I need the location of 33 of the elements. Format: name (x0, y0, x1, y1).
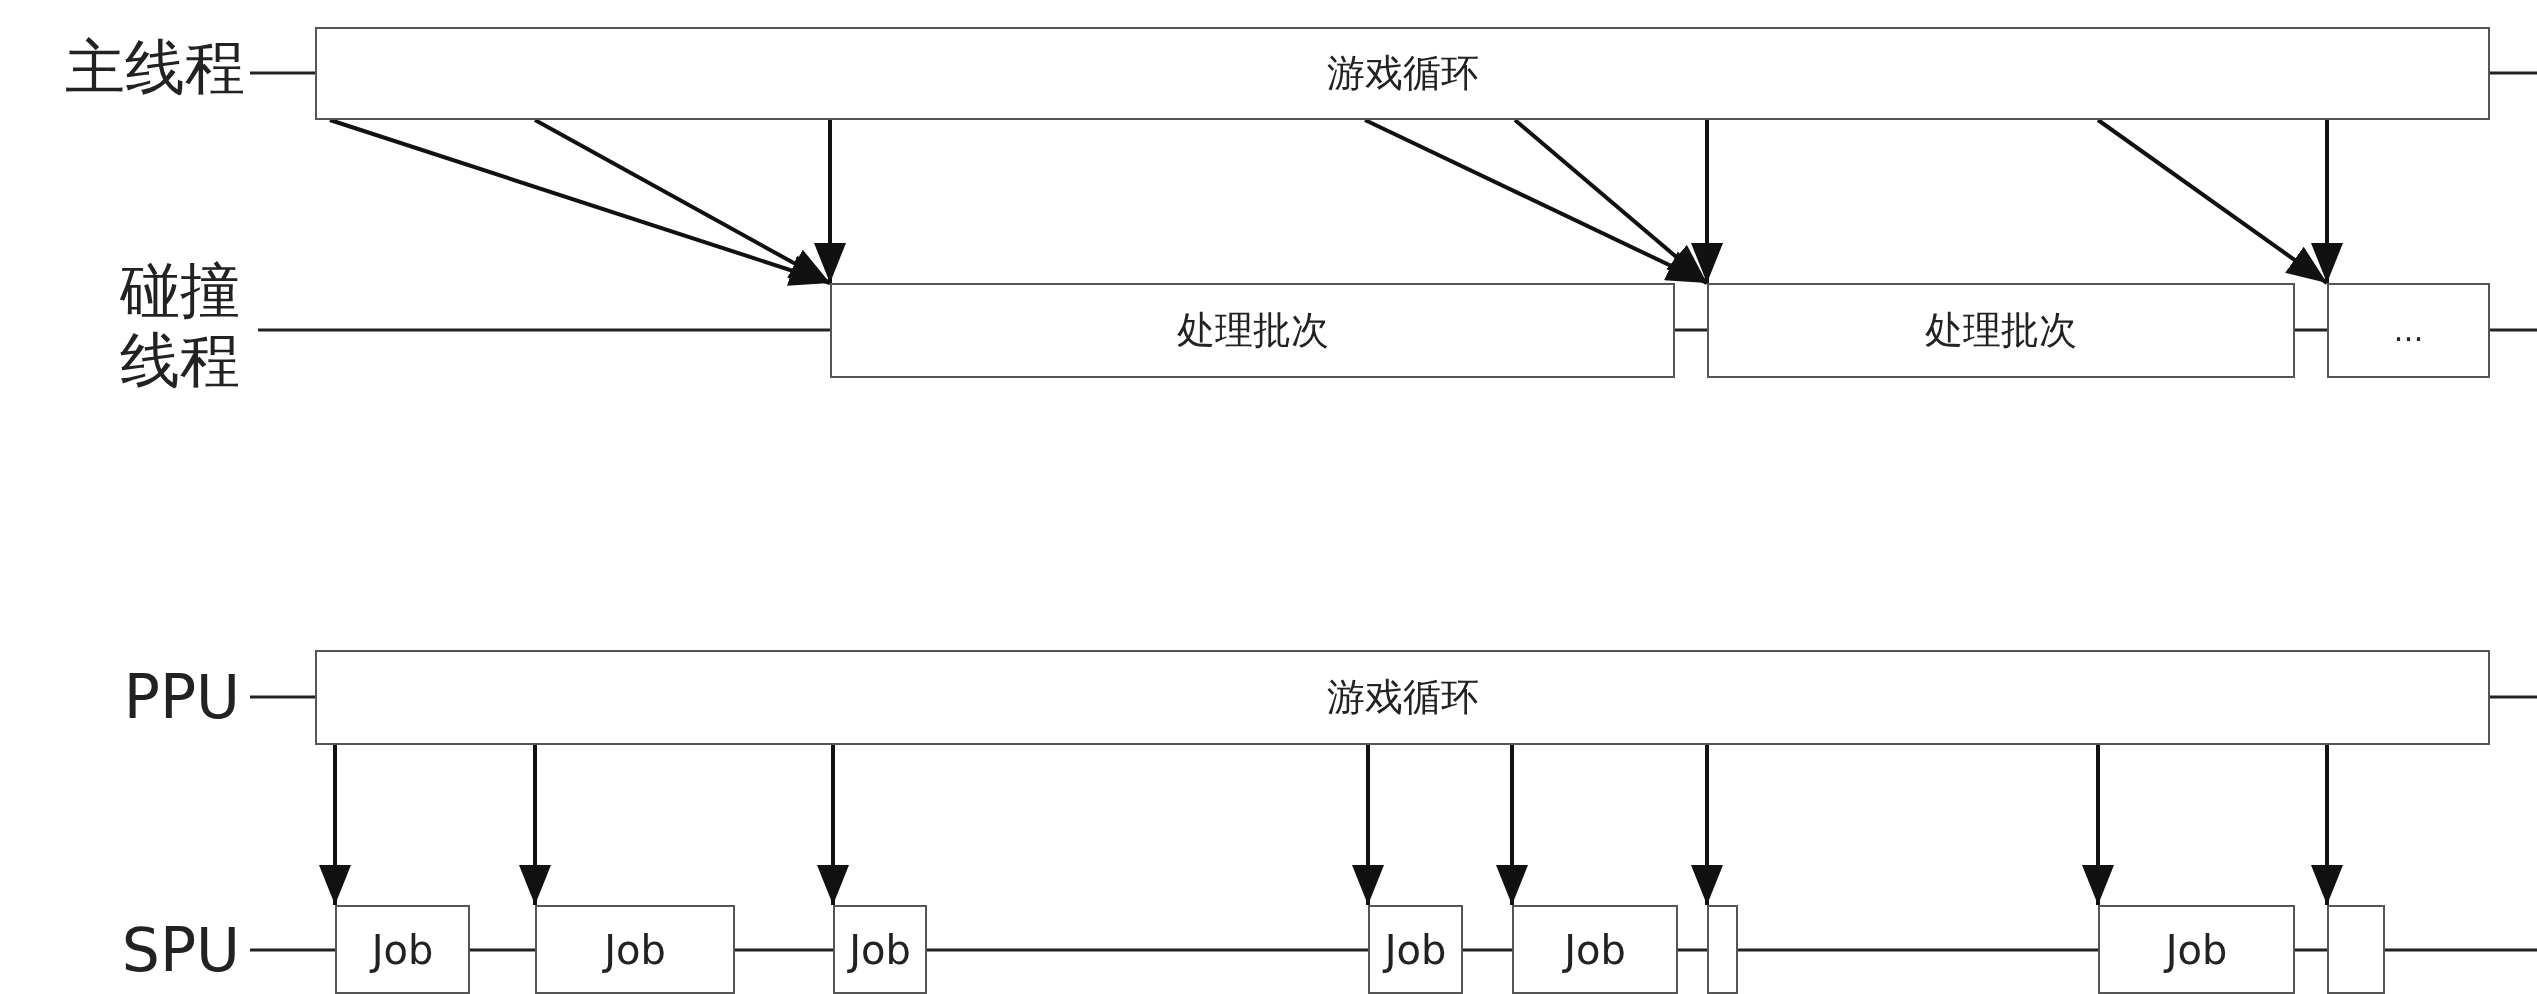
empty-box (1707, 905, 1738, 994)
thread-label: 碰撞线程 (119, 255, 240, 395)
task-box: Job (833, 905, 927, 994)
arrow (1691, 120, 1723, 283)
thread-label: 主线程 (64, 32, 245, 102)
arrow (1496, 745, 1528, 905)
task-box: Job (535, 905, 735, 994)
arrow (1513, 118, 1709, 285)
task-box: 游戏循环 (315, 27, 2490, 120)
task-box: Job (2098, 905, 2295, 994)
task-box: Job (1512, 905, 1678, 994)
arrow (319, 745, 351, 905)
arrow (519, 745, 551, 905)
thread-label: SPU (120, 915, 240, 985)
task-box: 处理批次 (1707, 283, 2295, 378)
task-box: 游戏循环 (315, 650, 2490, 745)
arrow (817, 745, 849, 905)
task-box: 处理批次 (830, 283, 1675, 378)
arrow (814, 120, 846, 283)
arrow (534, 118, 831, 285)
arrow (1364, 118, 1708, 285)
empty-box (2327, 905, 2385, 994)
thread-label: PPU (122, 662, 240, 732)
arrow (2096, 118, 2329, 285)
task-box: Job (335, 905, 470, 994)
arrow (2311, 745, 2343, 905)
arrow (329, 118, 831, 286)
arrow (1691, 745, 1723, 905)
arrow (2082, 745, 2114, 905)
arrow (2311, 120, 2343, 283)
arrow (1352, 745, 1384, 905)
task-box: … (2327, 283, 2490, 378)
task-box: Job (1368, 905, 1463, 994)
